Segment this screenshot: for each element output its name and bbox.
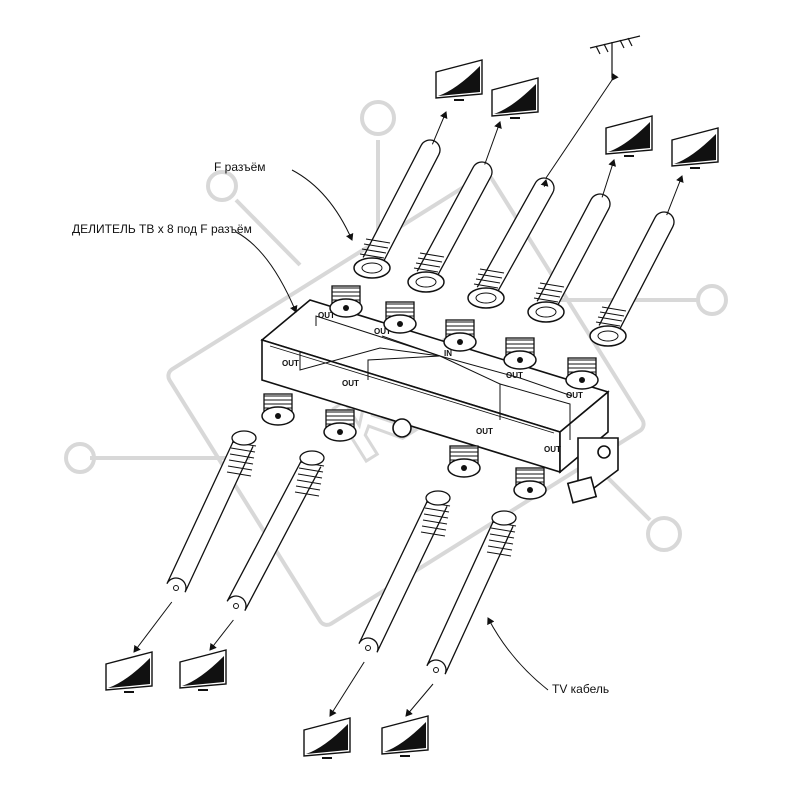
f-connector-cable bbox=[407, 121, 502, 293]
f-connector-cable bbox=[353, 111, 448, 279]
callout-splitter-leader bbox=[235, 231, 298, 313]
tv-screen-icon bbox=[381, 715, 429, 757]
port-label-out-8: OUT bbox=[544, 445, 561, 454]
port-labels: OUT OUT OUT OUT IN OUT OUT OUT OUT bbox=[282, 311, 583, 454]
f-connector-cable bbox=[589, 175, 684, 347]
port-label-out-3: OUT bbox=[282, 359, 299, 368]
cable-group-top bbox=[353, 111, 684, 347]
callout-f-leader bbox=[291, 169, 354, 241]
f-port bbox=[513, 467, 547, 500]
tv-screen-icon bbox=[605, 115, 653, 157]
port-label-out-5: OUT bbox=[506, 371, 523, 380]
tv-group-bottom bbox=[105, 649, 429, 759]
tv-group-top bbox=[435, 59, 719, 169]
port-label-out-1: OUT bbox=[318, 311, 335, 320]
tv-screen-icon bbox=[435, 59, 483, 101]
f-port bbox=[443, 319, 477, 352]
port-label-out-4: OUT bbox=[342, 379, 359, 388]
tv-screen-icon bbox=[105, 651, 153, 693]
callout-tv-cable: TV кабель bbox=[552, 682, 610, 696]
f-port bbox=[565, 357, 599, 390]
cable-group-bottom bbox=[133, 430, 517, 717]
antenna-icon bbox=[589, 35, 641, 78]
port-group bbox=[261, 285, 599, 500]
tv-screen-icon bbox=[491, 77, 539, 119]
tv-screen-icon bbox=[671, 127, 719, 169]
tv-cable bbox=[405, 510, 517, 717]
port-label-out-2: OUT bbox=[374, 327, 391, 336]
callout-f-connector: F разъём bbox=[214, 160, 266, 174]
port-label-out-7: OUT bbox=[476, 427, 493, 436]
splitter-body bbox=[260, 299, 619, 504]
callout-tv-leader bbox=[487, 617, 549, 691]
callout-splitter: ДЕЛИТЕЛЬ ТВ х 8 под F разъём bbox=[72, 222, 252, 236]
f-port bbox=[323, 409, 357, 442]
port-label-out-6: OUT bbox=[566, 391, 583, 400]
tv-screen-icon bbox=[179, 649, 227, 691]
f-port bbox=[503, 337, 537, 370]
antenna-feed-arrow bbox=[545, 72, 619, 179]
f-connector-cable bbox=[467, 177, 555, 309]
tv-cable bbox=[209, 450, 325, 651]
f-port bbox=[383, 301, 417, 334]
port-label-in: IN bbox=[444, 349, 452, 358]
tv-cable bbox=[329, 490, 451, 717]
f-connector-cable bbox=[527, 159, 616, 323]
tv-screen-icon bbox=[303, 717, 351, 759]
f-port bbox=[329, 285, 363, 318]
tv-cable bbox=[133, 430, 257, 653]
f-port bbox=[261, 393, 295, 426]
f-port bbox=[447, 445, 481, 478]
